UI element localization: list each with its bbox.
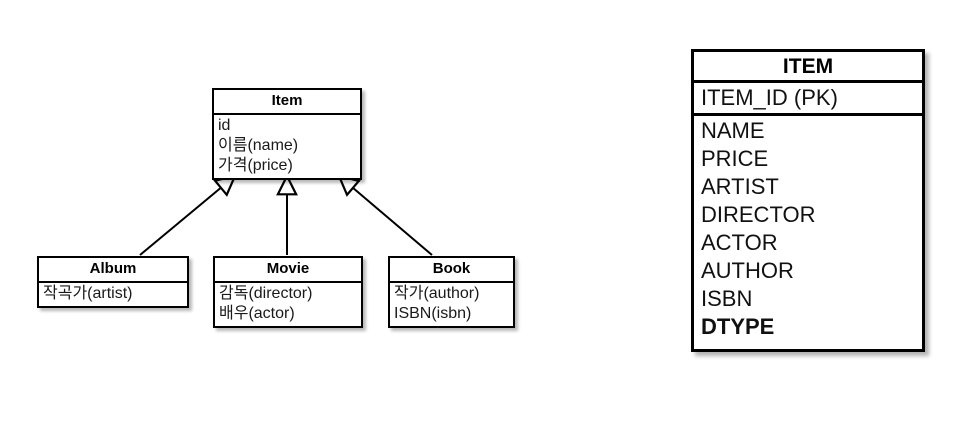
uml-class-item-title: Item: [214, 90, 360, 115]
db-column-row: AUTHOR: [701, 258, 794, 283]
db-table-item-name: ITEM: [694, 52, 922, 83]
db-table-item[interactable]: ITEM ITEM_ID (PK) NAME PRICE ARTIST DIRE…: [691, 49, 925, 352]
attribute-row: 작가(author): [394, 285, 480, 302]
uml-class-movie[interactable]: Movie 감독(director) 배우(actor): [213, 256, 363, 328]
attribute-row: 가격(price): [218, 157, 293, 174]
attribute-row: 감독(director): [219, 285, 313, 302]
db-column-row: ACTOR: [701, 230, 778, 255]
uml-class-book-title: Book: [390, 258, 513, 283]
db-table-columns: NAME PRICE ARTIST DIRECTOR ACTOR AUTHOR …: [694, 116, 922, 341]
uml-class-album-title: Album: [39, 258, 187, 283]
uml-class-album[interactable]: Album 작곡가(artist): [37, 256, 189, 308]
uml-class-item-attributes: id 이름(name) 가격(price): [214, 115, 360, 178]
link-book-to-item: [339, 176, 433, 256]
db-table-primary-key: ITEM_ID (PK): [694, 83, 922, 116]
db-column-row: DIRECTOR: [701, 202, 816, 227]
uml-class-book[interactable]: Book 작가(author) ISBN(isbn): [388, 256, 515, 328]
db-column-row: ARTIST: [701, 174, 779, 199]
uml-class-movie-title: Movie: [215, 258, 361, 283]
link-album-to-item: [139, 176, 235, 256]
uml-class-book-attributes: 작가(author) ISBN(isbn): [390, 283, 513, 326]
uml-class-album-attributes: 작곡가(artist): [39, 283, 187, 306]
attribute-row: 배우(actor): [219, 305, 295, 322]
uml-class-item[interactable]: Item id 이름(name) 가격(price): [212, 88, 362, 180]
db-column-row-dtype: DTYPE: [701, 314, 775, 339]
attribute-row: 작곡가(artist): [43, 285, 133, 302]
attribute-row: 이름(name): [218, 137, 299, 154]
db-column-row: ISBN: [701, 286, 753, 311]
attribute-row: ISBN(isbn): [394, 305, 472, 322]
db-column-row: PRICE: [701, 146, 769, 171]
uml-class-movie-attributes: 감독(director) 배우(actor): [215, 283, 361, 326]
db-column-row: NAME: [701, 118, 765, 143]
attribute-row: id: [218, 117, 231, 134]
